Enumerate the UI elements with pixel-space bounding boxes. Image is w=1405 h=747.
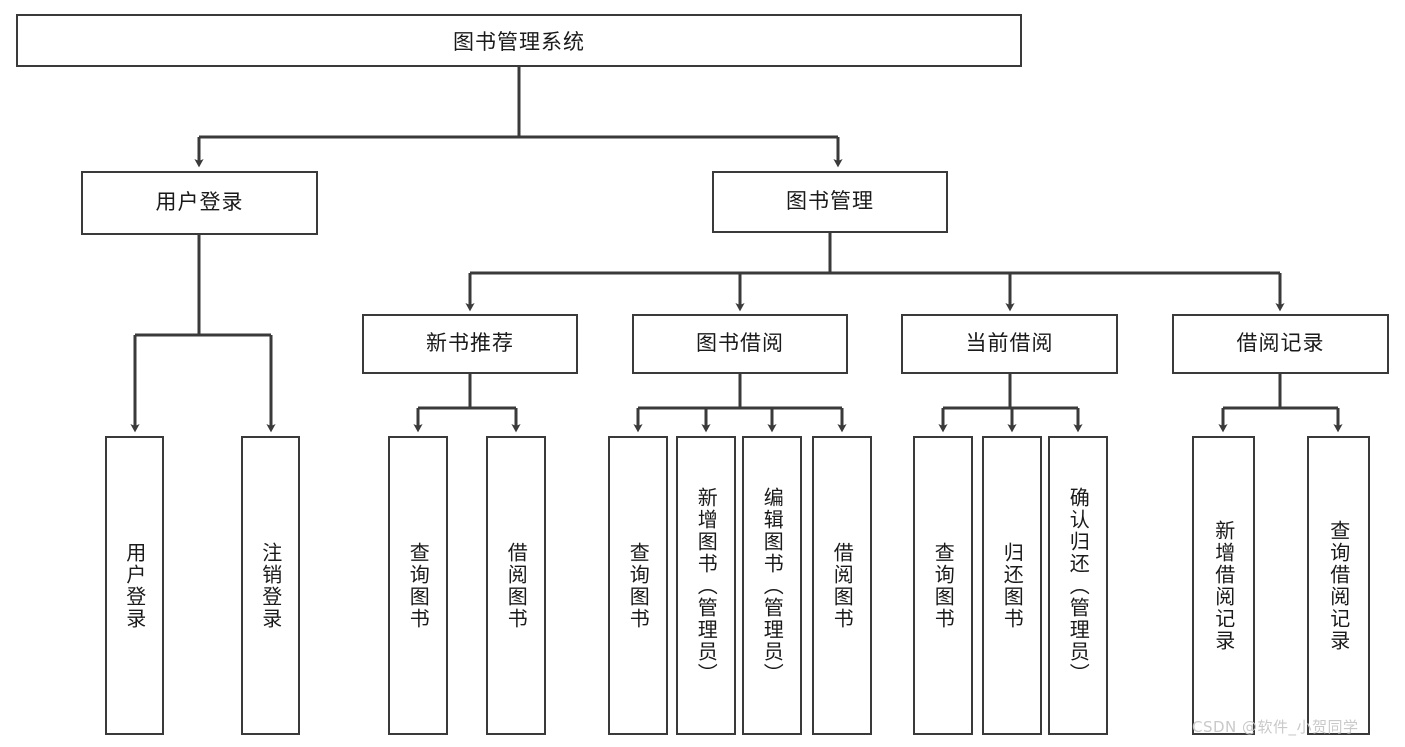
leaf-label: 查询借阅记录: [1326, 519, 1351, 652]
node-book-management[interactable]: 图书管理: [712, 171, 948, 233]
leaf-label: 借阅图书: [830, 541, 855, 630]
node-root-system[interactable]: 图书管理系统: [16, 14, 1022, 67]
node-new-book-recommend[interactable]: 新书推荐: [362, 314, 578, 374]
leaf-book-borrow-borrow-book[interactable]: 借阅图书: [812, 436, 872, 735]
leaf-label: 新增借阅记录: [1211, 519, 1236, 652]
leaf-book-borrow-add-book-admin[interactable]: 新增图书（管理员）: [676, 436, 736, 735]
leaf-borrow-record-add-record[interactable]: 新增借阅记录: [1192, 436, 1255, 735]
leaf-label: 用户登录: [122, 541, 147, 630]
leaf-label: 查询图书: [626, 541, 651, 630]
leaf-new-book-query-book[interactable]: 查询图书: [388, 436, 448, 735]
node-user-login-label: 用户登录: [155, 190, 244, 215]
leaf-current-borrow-return-book[interactable]: 归还图书: [982, 436, 1042, 735]
node-borrow-record[interactable]: 借阅记录: [1172, 314, 1389, 374]
leaf-label: 确认归还（管理员）: [1066, 486, 1091, 685]
node-borrow-record-label: 借阅记录: [1236, 331, 1325, 356]
leaf-user-login-logout[interactable]: 注销登录: [241, 436, 300, 735]
leaf-user-login-login[interactable]: 用户登录: [105, 436, 164, 735]
node-user-login[interactable]: 用户登录: [81, 171, 318, 235]
leaf-current-borrow-query-book[interactable]: 查询图书: [913, 436, 973, 735]
leaf-borrow-record-query-record[interactable]: 查询借阅记录: [1307, 436, 1370, 735]
node-current-borrow[interactable]: 当前借阅: [901, 314, 1118, 374]
node-current-borrow-label: 当前借阅: [965, 331, 1054, 356]
node-book-borrow-label: 图书借阅: [696, 331, 784, 356]
leaf-book-borrow-edit-book-admin[interactable]: 编辑图书（管理员）: [742, 436, 802, 735]
watermark-text: CSDN @软件_小贺同学: [1192, 718, 1359, 736]
node-root-label: 图书管理系统: [453, 29, 585, 54]
leaf-new-book-borrow-book[interactable]: 借阅图书: [486, 436, 546, 735]
leaf-label: 编辑图书（管理员）: [760, 486, 785, 685]
leaf-label: 借阅图书: [504, 541, 529, 630]
node-new-book-recommend-label: 新书推荐: [426, 331, 514, 356]
leaf-label: 查询图书: [931, 541, 956, 630]
leaf-current-borrow-confirm-return-admin[interactable]: 确认归还（管理员）: [1048, 436, 1108, 735]
leaf-label: 查询图书: [406, 541, 431, 630]
leaf-label: 归还图书: [1000, 541, 1025, 630]
leaf-label: 注销登录: [258, 541, 283, 630]
node-book-management-label: 图书管理: [786, 189, 874, 214]
leaf-book-borrow-query-book[interactable]: 查询图书: [608, 436, 668, 735]
node-book-borrow[interactable]: 图书借阅: [632, 314, 848, 374]
leaf-label: 新增图书（管理员）: [694, 486, 719, 685]
